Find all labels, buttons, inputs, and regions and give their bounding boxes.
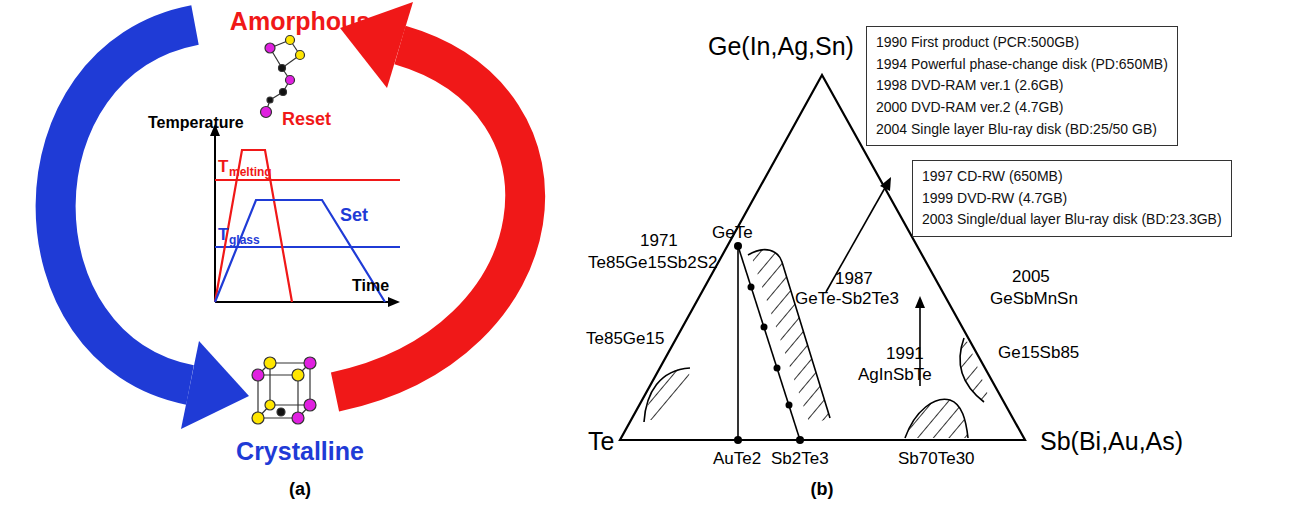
timeline-entry: 1990 First product (PCR:500GB) <box>876 32 1168 54</box>
compound-label: AgInSbTe <box>858 366 932 385</box>
state-title: Crystalline <box>236 438 364 466</box>
timeline-entry: 1997 CD-RW (650MB) <box>922 166 1222 188</box>
level-subscript: melting <box>229 166 272 179</box>
compound-label: AuTe2 <box>713 450 761 469</box>
vertex-label: Sb(Bi,Au,As) <box>1040 428 1183 456</box>
timeline-box: 1997 CD-RW (650MB)1999 DVD-RW (4.7GB)200… <box>912 160 1232 237</box>
axis-label: Temperature <box>148 114 244 132</box>
timeline-box: 1990 First product (PCR:500GB)1994 Power… <box>866 26 1178 146</box>
level-symbol: T <box>218 226 228 245</box>
year-label: 1971 <box>640 232 678 251</box>
year-label: 2005 <box>1012 268 1050 287</box>
level-symbol: T <box>218 158 228 177</box>
pulse-label: Reset <box>282 110 331 130</box>
amorphous-molecule <box>261 36 305 118</box>
timeline-entry: 2004 Single layer Blu-ray disk (BD:25/50… <box>876 119 1168 141</box>
compound-label: GeTe-Sb2Te3 <box>795 290 899 309</box>
panel-label: (a) <box>289 480 311 500</box>
temperature-chart <box>210 124 400 307</box>
timeline-entry: 2000 DVD-RAM ver.2 (4.7GB) <box>876 97 1168 119</box>
set-arrow <box>56 25 195 385</box>
vertex-label: Ge(In,Ag,Sn) <box>708 33 854 61</box>
set-arrowhead <box>181 341 249 429</box>
year-label: 1987 <box>835 270 873 289</box>
compound-label: Sb70Te30 <box>898 450 975 469</box>
timeline-entry: 1999 DVD-RW (4.7GB) <box>922 188 1222 210</box>
compound-label: Te85Ge15Sb2S2 <box>588 254 718 273</box>
timeline-entry: 2003 Single/dual layer Blu-ray disk (BD:… <box>922 209 1222 231</box>
axis-label: Time <box>352 277 389 295</box>
crystal-cube <box>252 357 316 424</box>
pulse-label: Set <box>340 206 368 226</box>
compound-label: Sb2Te3 <box>771 450 829 469</box>
timeline-entry: 1994 Powerful phase-change disk (PD:650M… <box>876 54 1168 76</box>
compound-label: GeTe <box>712 224 753 243</box>
vertex-label: Te <box>588 428 614 456</box>
year-label: 1991 <box>886 345 924 364</box>
panel-label: (b) <box>811 480 834 500</box>
compound-label: GeSbMnSn <box>990 290 1078 309</box>
state-title: Amorphous <box>230 8 370 36</box>
level-subscript: glass <box>229 234 260 247</box>
compound-label: Ge15Sb85 <box>998 344 1079 363</box>
compound-label: Te85Ge15 <box>586 330 664 349</box>
reset-arrow <box>335 45 525 392</box>
timeline-entry: 1998 DVD-RAM ver.1 (2.6GB) <box>876 75 1168 97</box>
